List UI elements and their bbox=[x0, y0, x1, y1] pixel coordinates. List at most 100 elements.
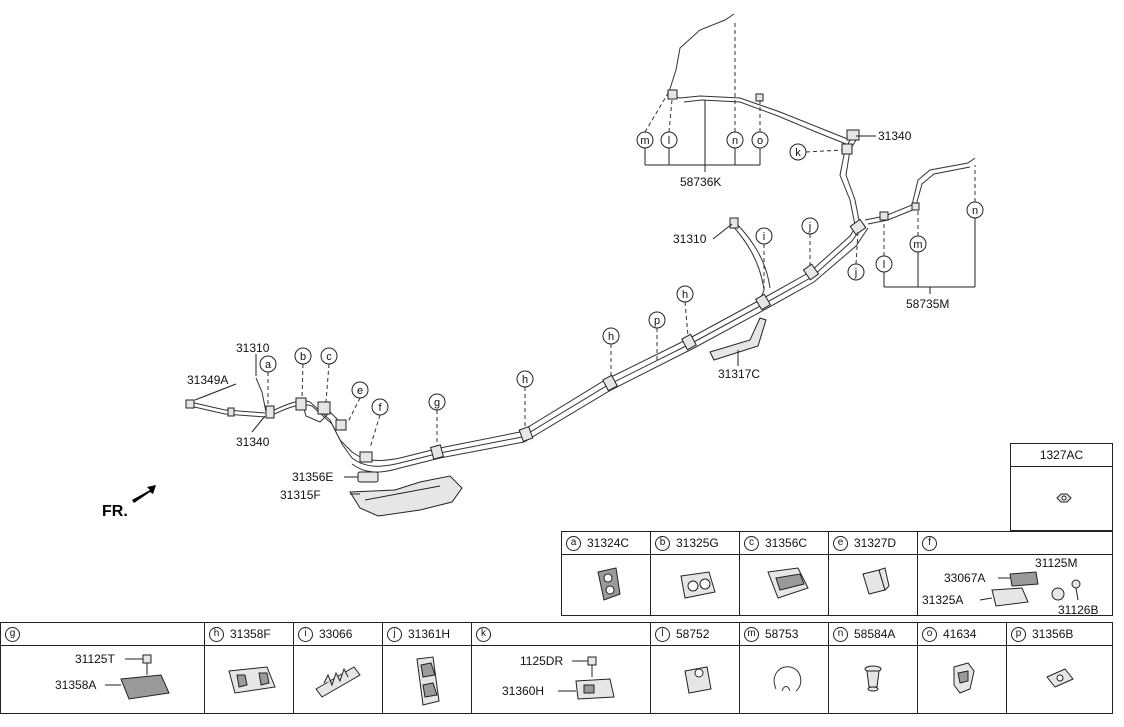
cell-image bbox=[205, 645, 293, 713]
cell-image bbox=[918, 645, 1006, 713]
front-direction-indicator: FR. bbox=[102, 485, 156, 520]
line-clips bbox=[185, 89, 920, 463]
cell-image bbox=[740, 554, 828, 615]
label-31310-mid: 31310 bbox=[673, 232, 707, 246]
callout-n-right: n bbox=[966, 201, 984, 219]
cell-image bbox=[383, 645, 471, 713]
cell-image: 1125DR 31360H bbox=[472, 645, 650, 713]
heat-shield-31315f bbox=[349, 471, 463, 517]
callouts: m l n o k j i j l m n h p h h g f e c b … bbox=[259, 131, 984, 416]
cell-head: f bbox=[918, 532, 1112, 555]
cell-image bbox=[740, 645, 828, 713]
cell-image bbox=[562, 554, 650, 615]
svg-text:l: l bbox=[883, 259, 885, 271]
label-31356e: 31356E bbox=[292, 470, 333, 484]
part-labels: 58736K 31340 31310 58735M 31317C 31310 3… bbox=[187, 129, 949, 502]
svg-text:l: l bbox=[668, 135, 670, 147]
cell-image bbox=[829, 554, 917, 615]
callout-n-top: n bbox=[726, 131, 744, 149]
label-31340-top: 31340 bbox=[878, 129, 912, 143]
cell-image bbox=[294, 645, 382, 713]
svg-text:31126B: 31126B bbox=[1058, 603, 1098, 615]
svg-text:o: o bbox=[757, 135, 763, 147]
callout-e: e bbox=[351, 381, 369, 399]
table-cell-1327ac: 1327AC bbox=[1010, 443, 1113, 531]
table-cell-k: k 1125DR 31360H bbox=[471, 622, 651, 714]
table-cell-f: f 31125M 33067A 31325A 31126B bbox=[917, 531, 1113, 616]
cell-image bbox=[1011, 466, 1112, 530]
svg-text:e: e bbox=[357, 385, 363, 397]
svg-text:n: n bbox=[972, 205, 978, 217]
bracket-31317c bbox=[709, 317, 767, 361]
leader-lines bbox=[194, 20, 976, 495]
callout-l-top: l bbox=[660, 131, 678, 149]
cell-head: k bbox=[472, 623, 650, 646]
callout-m-right: m bbox=[909, 235, 927, 253]
cell-image: 31125T 31358A bbox=[1, 645, 204, 713]
label-58735m: 58735M bbox=[906, 297, 949, 311]
table-cell-g: g 31125T 31358A bbox=[0, 622, 205, 714]
callout-p: p bbox=[648, 311, 666, 329]
svg-text:n: n bbox=[732, 135, 738, 147]
svg-text:a: a bbox=[265, 359, 272, 371]
svg-text:33067A: 33067A bbox=[944, 571, 985, 585]
cell-image: 31125M 33067A 31325A 31126B bbox=[918, 554, 1112, 615]
svg-text:k: k bbox=[795, 147, 801, 159]
svg-text:h: h bbox=[608, 331, 614, 343]
svg-text:31325A: 31325A bbox=[922, 593, 963, 607]
cell-image bbox=[1007, 645, 1112, 713]
svg-text:31125M: 31125M bbox=[1035, 556, 1077, 570]
cell-image bbox=[651, 554, 739, 615]
callout-b: b bbox=[294, 347, 312, 365]
callout-k: k bbox=[789, 143, 807, 161]
callout-i: i bbox=[755, 227, 773, 245]
svg-text:1125DR: 1125DR bbox=[520, 654, 563, 668]
svg-text:f: f bbox=[378, 402, 382, 414]
svg-text:j: j bbox=[808, 221, 811, 233]
callout-f: f bbox=[371, 398, 389, 416]
svg-text:g: g bbox=[434, 397, 440, 409]
callout-j-top: j bbox=[801, 217, 819, 235]
part-code: 1327AC bbox=[1039, 448, 1084, 462]
callout-h-left: h bbox=[516, 370, 534, 388]
main-fuel-lines bbox=[189, 13, 976, 473]
svg-text:31358A: 31358A bbox=[55, 678, 96, 692]
cell-image bbox=[651, 645, 739, 713]
callout-l-right: l bbox=[875, 255, 893, 273]
label-31349a: 31349A bbox=[187, 373, 228, 387]
callout-h-mid: h bbox=[602, 327, 620, 345]
label-58736k: 58736K bbox=[680, 175, 721, 189]
callout-j-low: j bbox=[847, 263, 865, 281]
label-31340-left: 31340 bbox=[236, 435, 270, 449]
svg-text:i: i bbox=[763, 231, 765, 243]
cell-image bbox=[829, 645, 917, 713]
callout-c: c bbox=[320, 347, 338, 365]
svg-text:b: b bbox=[300, 351, 306, 363]
label-31317c: 31317C bbox=[718, 367, 760, 381]
svg-text:m: m bbox=[640, 135, 649, 147]
svg-text:c: c bbox=[326, 351, 332, 363]
svg-text:p: p bbox=[654, 315, 660, 327]
svg-text:31125T: 31125T bbox=[75, 652, 115, 666]
label-31310-left: 31310 bbox=[236, 341, 270, 355]
